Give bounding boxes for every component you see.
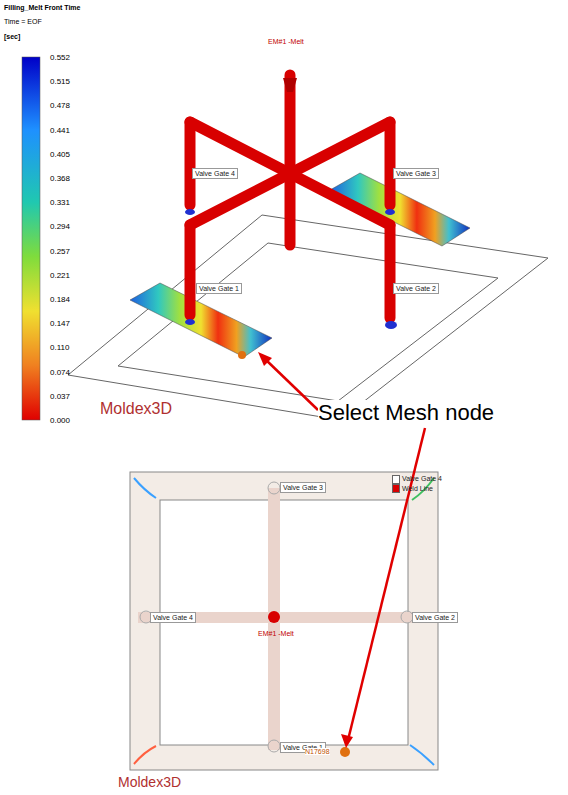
unit-label: [sec] bbox=[4, 33, 20, 40]
gate-tag: Valve Gate 3 bbox=[393, 168, 439, 179]
scale-value: 0.515 bbox=[50, 77, 70, 86]
gate-label: Valve Gate 2 bbox=[415, 614, 455, 621]
scale-value: 0.037 bbox=[50, 392, 70, 401]
gate-tag: Valve Gate 2 bbox=[393, 283, 439, 294]
legend-swatch bbox=[392, 484, 400, 493]
scale-value: 0.478 bbox=[50, 101, 70, 110]
scale-value: 0.441 bbox=[50, 126, 70, 135]
scale-value: 0.110 bbox=[50, 343, 69, 352]
callout-text: Select Mesh node bbox=[318, 400, 494, 426]
node-label: EM#1 -Melt bbox=[268, 38, 304, 45]
scale-value: 0.257 bbox=[50, 247, 70, 256]
scale-value: 0.000 bbox=[50, 416, 70, 425]
legend-text: Weld Line bbox=[402, 485, 433, 492]
watermark: Moldex3D bbox=[100, 400, 172, 418]
gate-label: Valve Gate 3 bbox=[396, 170, 436, 177]
gate-tag: Valve Gate 4 bbox=[192, 168, 238, 179]
scale-value: 0.294 bbox=[50, 222, 70, 231]
scale-value: 0.221 bbox=[50, 271, 70, 280]
legend-row: Valve Gate 4 bbox=[392, 474, 442, 484]
scale-value: 0.405 bbox=[50, 150, 70, 159]
gate-label: Valve Gate 3 bbox=[283, 484, 323, 491]
gate-tag: Valve Gate 3 bbox=[280, 482, 326, 493]
plot-title: Filling_Melt Front Time bbox=[4, 4, 80, 11]
legend-row: Weld Line bbox=[392, 484, 442, 494]
gate-label: Valve Gate 4 bbox=[195, 170, 235, 177]
gate-label: Valve Gate 1 bbox=[199, 285, 239, 292]
scale-value: 0.074 bbox=[50, 368, 70, 377]
time-note: Time = EOF bbox=[4, 18, 42, 25]
scale-value: 0.552 bbox=[50, 53, 70, 62]
scale-value: 0.368 bbox=[50, 174, 70, 183]
gate-label: Valve Gate 4 bbox=[153, 614, 193, 621]
legend-text: Valve Gate 4 bbox=[402, 475, 442, 482]
node-label: EM#1 -Melt bbox=[258, 630, 294, 637]
gate-tag: Valve Gate 2 bbox=[412, 612, 458, 623]
gate-tag: Valve Gate 1 bbox=[196, 283, 242, 294]
scale-value: 0.331 bbox=[50, 198, 70, 207]
gate-label: Valve Gate 2 bbox=[396, 285, 436, 292]
legend-swatch bbox=[392, 475, 400, 484]
scale-value: 0.147 bbox=[50, 319, 70, 328]
gate-tag: Valve Gate 4 bbox=[150, 612, 196, 623]
node-label: N17698 bbox=[305, 748, 330, 755]
scale-value: 0.184 bbox=[50, 295, 70, 304]
watermark: Moldex3D bbox=[118, 774, 181, 790]
legend: Valve Gate 4 Weld Line bbox=[392, 474, 442, 493]
